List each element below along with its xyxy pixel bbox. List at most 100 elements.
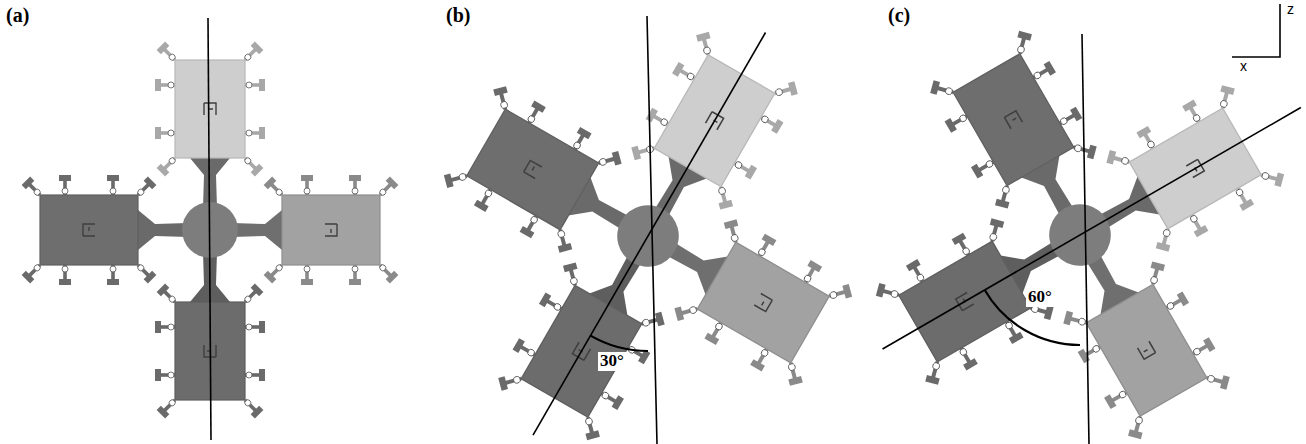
cross-device	[365, 0, 931, 444]
arm-foot	[444, 169, 469, 187]
foot-stem	[1166, 298, 1182, 310]
device-axis-line	[533, 32, 766, 435]
foot-pad	[531, 101, 546, 113]
foot-pad	[1203, 337, 1215, 352]
foot-stem	[1206, 376, 1223, 384]
foot-hinge	[718, 187, 726, 195]
angle-arc	[591, 336, 649, 351]
foot-pad	[952, 233, 967, 245]
foot-hinge	[168, 82, 174, 88]
foot-stem	[1070, 317, 1087, 325]
angle-label: 30°	[598, 352, 626, 371]
foot-hinge	[570, 277, 578, 285]
arm-plate	[467, 109, 599, 230]
foot-stem	[1162, 228, 1170, 245]
foot-hinge	[731, 234, 739, 242]
arm-foot	[1205, 371, 1230, 389]
panel-label: (a)	[6, 4, 29, 26]
arm-foot	[696, 32, 714, 57]
foot-pad	[1156, 242, 1170, 252]
foot-hinge	[1163, 229, 1171, 237]
arm-foot	[1013, 31, 1031, 56]
arm-plate	[40, 195, 138, 265]
foot-stem	[829, 290, 846, 298]
arm-foot	[930, 80, 955, 98]
foot-stem	[730, 226, 738, 243]
arm-foot	[349, 265, 361, 285]
foot-pad	[264, 271, 277, 284]
foot-pad	[301, 279, 313, 285]
foot-stem	[978, 160, 994, 172]
foot-hinge	[788, 363, 796, 371]
foot-pad	[251, 284, 264, 297]
foot-pad	[59, 279, 71, 285]
foot-stem	[573, 134, 585, 150]
foot-stem	[569, 269, 577, 286]
foot-pad	[1194, 225, 1209, 237]
foot-stem	[734, 161, 750, 173]
foot-hinge	[1017, 46, 1025, 54]
foot-pad	[672, 62, 684, 77]
device-arm	[22, 175, 188, 285]
arm-foot	[925, 360, 943, 385]
foot-stem	[882, 289, 899, 297]
foot-pad	[1128, 429, 1142, 439]
foot-pad	[444, 173, 454, 187]
foot-pad	[1104, 394, 1116, 409]
foot-stem	[789, 362, 797, 379]
foot-hinge	[168, 130, 174, 136]
foot-pad	[655, 312, 665, 326]
arm-foot	[155, 79, 175, 91]
arm-plate	[953, 54, 1074, 186]
foot-pad	[750, 359, 765, 371]
arm-foot	[1259, 168, 1284, 186]
foot-stem	[1143, 133, 1155, 149]
foot-pad	[1136, 126, 1151, 138]
foot-hinge	[168, 372, 174, 378]
arm-foot	[1147, 261, 1165, 286]
foot-hinge	[891, 290, 899, 298]
arm-foot	[876, 283, 901, 301]
axis-label: z	[1287, 2, 1294, 17]
foot-pad	[144, 177, 157, 190]
foot-pad	[1087, 145, 1097, 159]
foot-pad	[876, 283, 886, 297]
foot-hinge	[703, 47, 711, 55]
foot-pad	[59, 175, 71, 181]
arm-foot	[563, 262, 581, 287]
foot-pad	[520, 226, 535, 238]
foot-hinge	[599, 158, 607, 166]
foot-hinge	[829, 291, 837, 299]
foot-stem	[653, 114, 669, 126]
foot-stem	[1221, 92, 1229, 109]
foot-pad	[674, 307, 684, 321]
foot-pad	[498, 376, 508, 390]
foot-hinge	[500, 101, 508, 109]
label-anchor: x	[1240, 59, 1247, 74]
arm-foot	[301, 175, 313, 195]
foot-stem	[1261, 173, 1278, 181]
foot-hinge	[1002, 186, 1010, 194]
arm-foot	[1063, 311, 1088, 329]
foot-pad	[301, 175, 313, 181]
foot-pad	[646, 108, 658, 123]
axis-label: x	[1240, 59, 1247, 74]
foot-pad	[107, 279, 119, 285]
foot-stem	[1111, 391, 1127, 403]
foot-stem	[527, 108, 539, 124]
label-anchor: (c)	[888, 4, 910, 26]
arm-foot	[597, 151, 622, 169]
foot-pad	[1063, 311, 1073, 325]
foot-pad	[1220, 85, 1234, 95]
arm-foot	[674, 303, 699, 321]
foot-stem	[758, 241, 770, 257]
foot-pad	[513, 338, 525, 353]
foot-pad	[1239, 199, 1254, 211]
foot-pad	[1044, 306, 1054, 320]
foot-pad	[1151, 261, 1165, 271]
foot-pad	[251, 406, 264, 419]
foot-pad	[696, 32, 710, 42]
foot-pad	[539, 292, 551, 307]
